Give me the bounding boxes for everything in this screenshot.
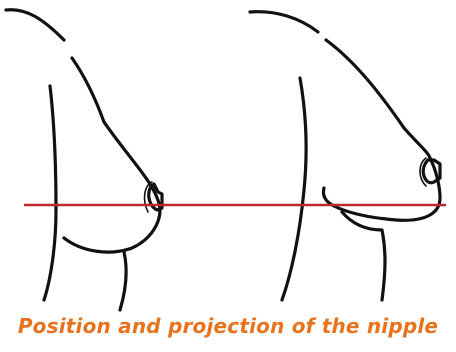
right-shoulder-stroke (250, 12, 318, 32)
left-breast-outline (64, 122, 160, 252)
left-torso-profile (6, 10, 162, 310)
caption: Position and projection of the nipple (0, 314, 456, 338)
right-inframammary-fold (342, 212, 385, 300)
right-torso-profile (250, 12, 440, 300)
left-shoulder-stroke (6, 10, 64, 40)
left-chest-line (44, 86, 56, 300)
right-chest-line (282, 78, 306, 300)
left-belly-line (120, 252, 126, 310)
left-upper-arm-stroke (72, 58, 104, 122)
right-upper-arm-stroke (326, 40, 404, 128)
